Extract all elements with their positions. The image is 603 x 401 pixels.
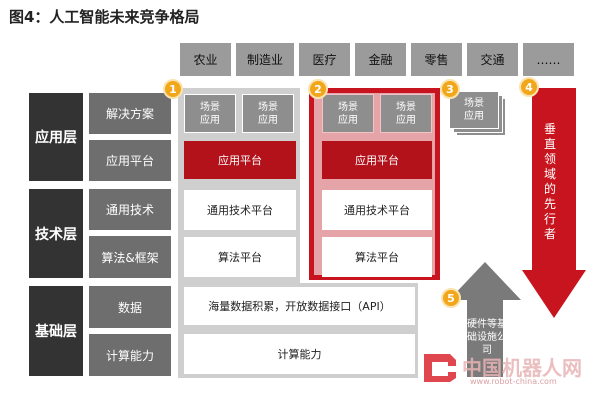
watermark-url: www.robot-china.com <box>470 377 557 386</box>
industry-finance: 金融 <box>355 43 406 76</box>
layer-foundation: 基础层 <box>29 286 83 376</box>
player3-scene: 场景 应用 <box>449 91 499 129</box>
industry-transport: 交通 <box>467 43 518 76</box>
sublayer-compute: 计算能力 <box>89 334 171 376</box>
player1-general-tech: 通用技术平台 <box>184 190 296 230</box>
player1-app-platform: 应用平台 <box>184 141 296 179</box>
layer-technology: 技术层 <box>29 189 83 278</box>
player4-label: 垂直领域的先行者 <box>543 122 556 241</box>
player2-scene-1: 场景 应用 <box>322 94 374 133</box>
robot-china-logo-icon <box>424 354 456 382</box>
industry-manufacturing: 制造业 <box>236 43 294 76</box>
sublayer-app-platform: 应用平台 <box>89 140 171 181</box>
marker-4: 4 <box>519 77 539 97</box>
layer-application: 应用层 <box>29 93 83 181</box>
industry-agriculture: 农业 <box>180 43 231 76</box>
marker-5: 5 <box>441 288 461 308</box>
player1-algo: 算法平台 <box>184 237 296 277</box>
sublayer-solutions: 解决方案 <box>89 93 171 134</box>
player2-scene-2: 场景 应用 <box>380 94 432 133</box>
player1-scene-2: 场景 应用 <box>242 94 294 133</box>
data-box: 海量数据积累，开放数据接口（API） <box>184 287 415 325</box>
industry-healthcare: 医疗 <box>299 43 350 76</box>
marker-3: 3 <box>440 79 460 99</box>
sublayer-general-tech: 通用技术 <box>89 189 171 230</box>
diagram-title: 图4：人工智能未来竞争格局 <box>9 8 200 26</box>
marker-2: 2 <box>308 79 328 99</box>
player2-algo: 算法平台 <box>322 237 432 277</box>
watermark-cn: 中国机器人网 <box>462 356 582 380</box>
sublayer-algo-framework: 算法&框架 <box>89 236 171 278</box>
industry-more: …… <box>523 43 574 76</box>
player1-scene-1: 场景 应用 <box>184 94 236 133</box>
compute-box: 计算能力 <box>184 334 415 374</box>
marker-1: 1 <box>163 79 183 99</box>
infrastructure-arrow <box>449 262 521 377</box>
player2-app-platform: 应用平台 <box>322 141 432 179</box>
sublayer-data: 数据 <box>89 286 171 328</box>
player5-label: 硬件等基础设施公司 <box>467 319 507 356</box>
industry-retail: 零售 <box>411 43 462 76</box>
vertical-pioneer-arrow <box>522 88 586 318</box>
player2-general-tech: 通用技术平台 <box>322 190 432 230</box>
